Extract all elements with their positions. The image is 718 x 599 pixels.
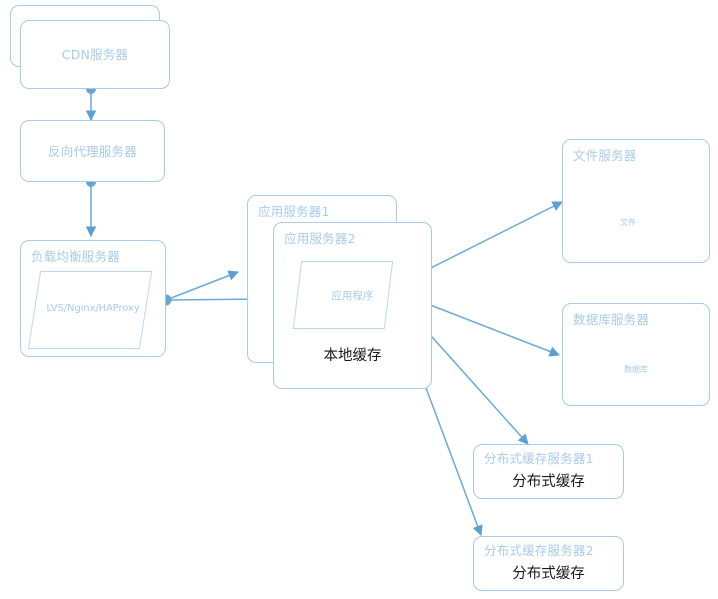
node-load-balancer-server[interactable]: 负载均衡服务器 LVS/Nginx/HAProxy xyxy=(20,240,166,357)
app-server-2-body-label: 本地缓存 xyxy=(323,348,382,364)
node-load-balancer-server-title: 负载均衡服务器 xyxy=(31,249,120,264)
node-distributed-cache-server-1-title: 分布式缓存服务器1 xyxy=(484,451,594,466)
node-file-server-title: 文件服务器 xyxy=(573,148,637,163)
node-distributed-cache-server-1[interactable]: 分布式缓存服务器1 分布式缓存 xyxy=(473,444,624,499)
node-reverse-proxy-server-title: 反向代理服务器 xyxy=(48,144,137,159)
node-cdn-server-title: CDN服务器 xyxy=(61,47,129,62)
load-balancer-parallelogram xyxy=(27,271,153,349)
node-distributed-cache-server-2[interactable]: 分布式缓存服务器2 分布式缓存 xyxy=(473,536,624,591)
edge-reverse-proxy-to-load-balancer xyxy=(85,177,97,238)
node-reverse-proxy-server[interactable]: 反向代理服务器 xyxy=(20,120,165,182)
node-app-server-2-title: 应用服务器2 xyxy=(284,231,356,246)
node-file-server[interactable]: 文件服务器 xyxy=(562,139,710,263)
node-database-server-title: 数据库服务器 xyxy=(573,312,650,327)
node-cdn-server[interactable]: CDN服务器 xyxy=(20,20,170,89)
node-distributed-cache-server-2-title: 分布式缓存服务器2 xyxy=(484,543,594,558)
node-app-server-2[interactable]: 应用服务器2 应用程序 本地缓存 xyxy=(273,222,432,389)
distributed-cache-server-2-body-label: 分布式缓存 xyxy=(512,566,585,582)
node-database-server[interactable]: 数据库服务器 xyxy=(562,303,710,406)
app-program-parallelogram xyxy=(292,261,394,329)
distributed-cache-server-1-body-label: 分布式缓存 xyxy=(512,474,585,490)
edge-cdn-to-reverse-proxy xyxy=(85,84,97,122)
node-app-server-1-title: 应用服务器1 xyxy=(258,204,330,219)
